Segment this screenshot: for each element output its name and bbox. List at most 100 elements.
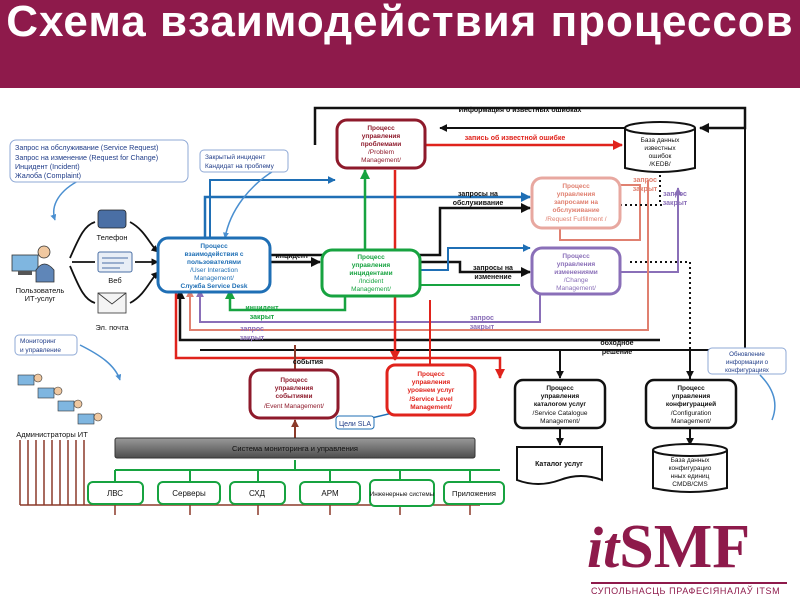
process-problem[interactable]: Процесс управления проблемами /Problem M… [335,118,427,170]
flow-change-requests-2: изменение [474,274,511,281]
flow-request-closed-3a: запрос [240,326,264,333]
change-line-2: управления [557,261,596,268]
user-to-email [69,265,96,304]
infra-workstations-label: АРМ [321,489,339,498]
infra-apps-label: Приложения [452,489,496,498]
logo-subtitle: СУПОЛЬНАСЦЬ ПРАФЕСІЯНАЛАЎ ITSM [591,586,781,596]
config-line-5: Management/ [671,418,711,425]
infra-workstations[interactable]: АРМ [299,481,361,505]
incident-line-1: Процесс [357,254,385,261]
pink-down [186,180,649,331]
admins-label: Администраторы ИТ [16,430,88,439]
slide-title: Схема взаимодействия процессов [6,0,794,46]
config-note-line-3: конфигурациях [725,367,770,374]
process-event[interactable]: Процесс управления событиями /Event Mana… [248,368,340,420]
user-requests-line-4: Жалоба (Complaint) [15,171,81,180]
problem-line-5: Management/ [361,157,401,164]
infra-lan[interactable]: ЛВС [87,481,144,505]
desk-to-request-line [203,192,531,240]
config-callout-curve [759,374,776,421]
admins-figure: Администраторы ИТ [16,373,103,439]
kedb-line-1: База данных [641,137,680,144]
red-loop [174,290,505,379]
cmdb-database[interactable]: База данных конфигурацио нных единиц CMD… [652,443,728,493]
flow-known-errors-info: Информация о известных ошибках [459,106,582,114]
flow-event: события [293,358,323,366]
monitoring-system-bar[interactable]: Система мониторинга и управления [114,437,476,459]
catalog-line-3: каталогом услуг [534,401,587,408]
phone-channel: Телефон [96,209,128,242]
flow-change-requests-1: запросы на [473,265,513,272]
process-diagram: Запрос на обслуживание (Service Request)… [9,106,787,515]
email-channel: Эл. почта [95,292,129,332]
process-service-desk[interactable]: Процесс взаимодействия с пользователями … [156,236,272,294]
user-to-phone [69,221,96,259]
process-request[interactable]: Процесс управления запросами на обслужив… [530,176,622,230]
sla-note: Цели SLA [335,415,375,430]
catalog-line-2: управления [541,393,580,400]
flow-labels: Информация о известных ошибках запись об… [240,106,688,366]
infra-storage[interactable]: СХД [229,481,286,505]
change-line-5: Management/ [556,285,596,292]
kedb-line-2: известных [644,145,676,152]
logo-main-text: SMF [619,513,751,581]
request-line-5: /Request Fulfillment / [545,216,606,223]
cmdb-line-1: База данных [671,457,710,464]
event-line-4: /Event Management/ [264,403,324,410]
closed-callout-curve [222,169,276,239]
event-line-2: управления [275,385,314,392]
web-label: Веб [108,276,121,285]
infra-servers[interactable]: Серверы [157,481,221,505]
process-incident[interactable]: Процесс управления инцидентами /Incident… [320,248,422,298]
sla-note-text: Цели SLA [339,421,371,428]
infra-brown-ups [20,504,480,515]
kedb-line-3: ошибок [649,152,672,160]
infra-servers-label: Серверы [172,489,206,498]
event-line-1: Процесс [280,377,308,384]
change-line-1: Процесс [562,253,590,260]
infra-engineering[interactable]: Инженерные системы [369,479,435,507]
infra-apps[interactable]: Приложения [443,481,505,505]
monitoring-callout-curve [79,344,122,381]
logo-wordmark: itSMF [587,512,750,583]
infra-engineering-label: Инженерные системы [370,491,435,498]
slm-line-3: уровнем услуг [408,387,455,394]
service-catalog-document[interactable]: Каталог услуг [516,446,603,485]
catalog-line-1: Процесс [546,385,574,392]
process-change[interactable]: Процесс управления изменениями /Change M… [530,246,622,296]
user-label-line-2: ИТ-услуг [25,294,56,303]
process-catalog[interactable]: Процесс управления каталогом услуг /Serv… [513,378,607,430]
incident-line-3: инцидентами [349,270,392,277]
slm-line-2: управления [412,379,451,386]
service-desk-line-6: Служба Service Desk [181,282,248,290]
process-config[interactable]: Процесс управления конфигурацией /Config… [644,378,738,430]
email-to-desk [129,271,159,304]
monitoring-note-line-2: и управление [20,347,61,354]
email-label: Эл. почта [95,323,129,332]
flow-workaround-1: обходное [600,339,633,347]
user-requests-note: Запрос на обслуживание (Service Request)… [9,139,189,183]
flow-incident-closed-1: инцидент [245,305,279,312]
user-requests-line-2: Запрос на изменение (Request for Change) [15,153,158,162]
kedb-database[interactable]: База данных известных ошибок /KEDB/ [624,121,696,173]
desk-to-problem-line [209,176,336,240]
flow-incident-closed-2: закрыт [250,314,275,321]
request-closed-pink [559,184,641,241]
kedb-line-4: /KEDB/ [649,161,671,168]
problem-line-2: управления [362,133,401,140]
monitoring-system-label: Система мониторинга и управления [232,444,358,453]
monitoring-note-line-1: Мониторинг [20,338,57,345]
flow-known-error-record: запись об известной ошибке [465,134,566,142]
problem-line-3: проблемами [361,140,401,148]
config-line-4: /Configuration [671,410,712,417]
phone-label: Телефон [96,233,127,242]
incident-to-change-line [420,244,531,271]
user-figure: Пользователь ИТ-услуг [11,245,64,303]
logo-prefix: it [587,515,620,580]
change-requests-line [420,260,531,277]
incident-line-5: Management/ [351,286,391,293]
known-errors-info-line [313,106,747,145]
infra-tree [114,460,500,482]
process-slm[interactable]: Процесс управления уровнем услуг /Servic… [385,363,477,417]
